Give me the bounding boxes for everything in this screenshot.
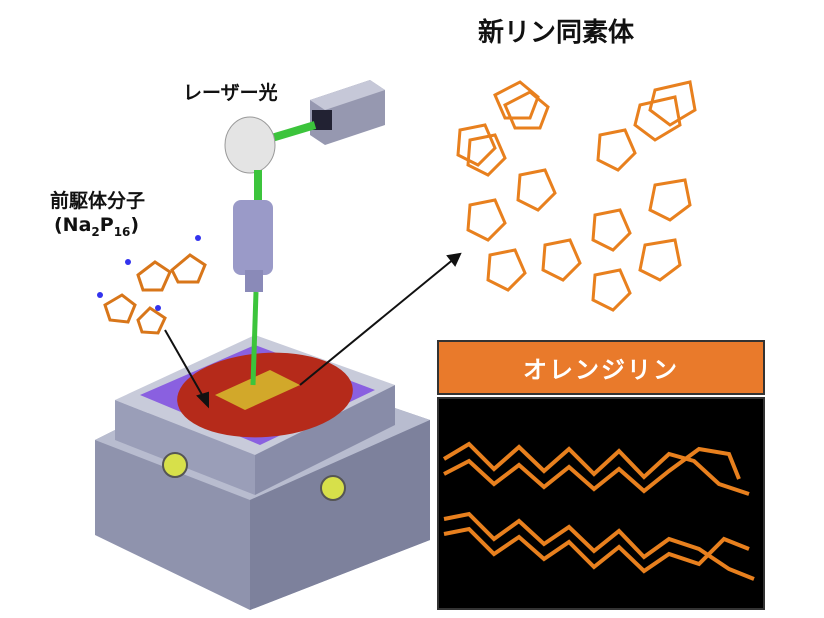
precursor-molecules — [97, 235, 207, 335]
phosphorus-nanotubes — [456, 80, 697, 312]
substrate — [140, 345, 375, 445]
formula-part: ) — [130, 214, 140, 236]
formula-part: P — [99, 214, 114, 236]
orange-phosphorus-banner: オレンジリン — [437, 340, 765, 395]
chain-structure — [442, 441, 755, 581]
laser-beam — [250, 291, 259, 386]
knob-icon — [162, 452, 188, 478]
orange-phosphorus-structure-panel — [437, 397, 765, 610]
precursor-formula: (Na2P16) — [54, 214, 139, 239]
title-new-allotrope: 新リン同素体 — [478, 18, 635, 48]
precursor-label: 前駆体分子 — [50, 190, 146, 212]
objective-lens — [233, 200, 273, 275]
laser-source — [224, 80, 385, 386]
knob-icon — [320, 475, 346, 501]
laser-label: レーザー光 — [183, 82, 278, 104]
formula-subscript: 2 — [91, 224, 100, 239]
arrows — [164, 252, 462, 409]
mirror — [224, 116, 276, 174]
formula-subscript: 16 — [113, 224, 131, 239]
laser-spot — [215, 370, 300, 410]
formula-part: (Na — [54, 214, 92, 236]
